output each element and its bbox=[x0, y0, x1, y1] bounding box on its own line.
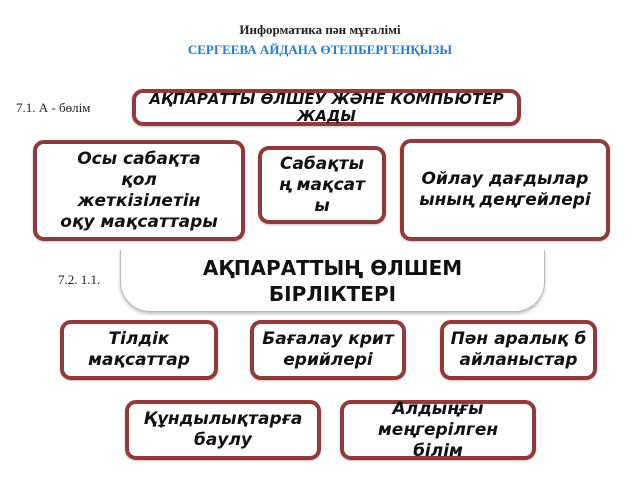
box-text: Алдыңғы меңгерілген білім bbox=[377, 398, 499, 461]
box-learning-objectives: Осы сабақта қол жеткізілетін оқу мақсатт… bbox=[33, 140, 245, 241]
box-text: Бағалау критерийлері bbox=[262, 329, 394, 370]
box-text: Пән аралық байланыстар bbox=[450, 329, 587, 370]
box-lesson-goal: Сабақтың мақсаты bbox=[258, 146, 386, 224]
box-text: Тілдік мақсаттар bbox=[88, 329, 190, 370]
author-name: СЕРГЕЕВА АЙДАНА ӨТЕПБЕРГЕНҚЫЗЫ bbox=[187, 42, 453, 57]
title-box: АҚПАРАТТЫ ӨЛШЕУ ЖӘНЕ КОМПЬЮТЕР ЖАДЫ bbox=[132, 89, 521, 126]
section-label-1: 7.1. А - бөлім bbox=[16, 100, 91, 115]
box-thinking-levels: Ойлау дағдыларының деңгейлері bbox=[400, 139, 610, 241]
subtitle: Информатика пән мұғалімі bbox=[239, 22, 401, 37]
box-prior-knowledge: Алдыңғы меңгерілген білім bbox=[340, 398, 536, 461]
topic-banner: АҚПАРАТТЫҢ ӨЛШЕМ БІРЛІКТЕРІ bbox=[120, 250, 545, 312]
box-values: Құндылықтарға баулу bbox=[125, 400, 321, 460]
box-language-objectives: Тілдік мақсаттар bbox=[60, 320, 218, 380]
box-text: Құндылықтарға баулу bbox=[143, 409, 303, 450]
box-cross-curricular: Пән аралық байланыстар bbox=[440, 320, 597, 380]
box-text: Сабақтың мақсаты bbox=[279, 153, 365, 216]
section-label-2: 7.2. 1.1. bbox=[58, 272, 101, 287]
box-text: Ойлау дағдыларының деңгейлері bbox=[419, 169, 591, 210]
box-assessment-criteria: Бағалау критерийлері bbox=[250, 320, 406, 380]
box-text: Осы сабақта қол жеткізілетін оқу мақсатт… bbox=[60, 148, 218, 232]
title-text: АҚПАРАТТЫ ӨЛШЕУ ЖӘНЕ КОМПЬЮТЕР ЖАДЫ bbox=[149, 89, 504, 125]
banner-text: АҚПАРАТТЫҢ ӨЛШЕМ БІРЛІКТЕРІ bbox=[202, 255, 463, 306]
